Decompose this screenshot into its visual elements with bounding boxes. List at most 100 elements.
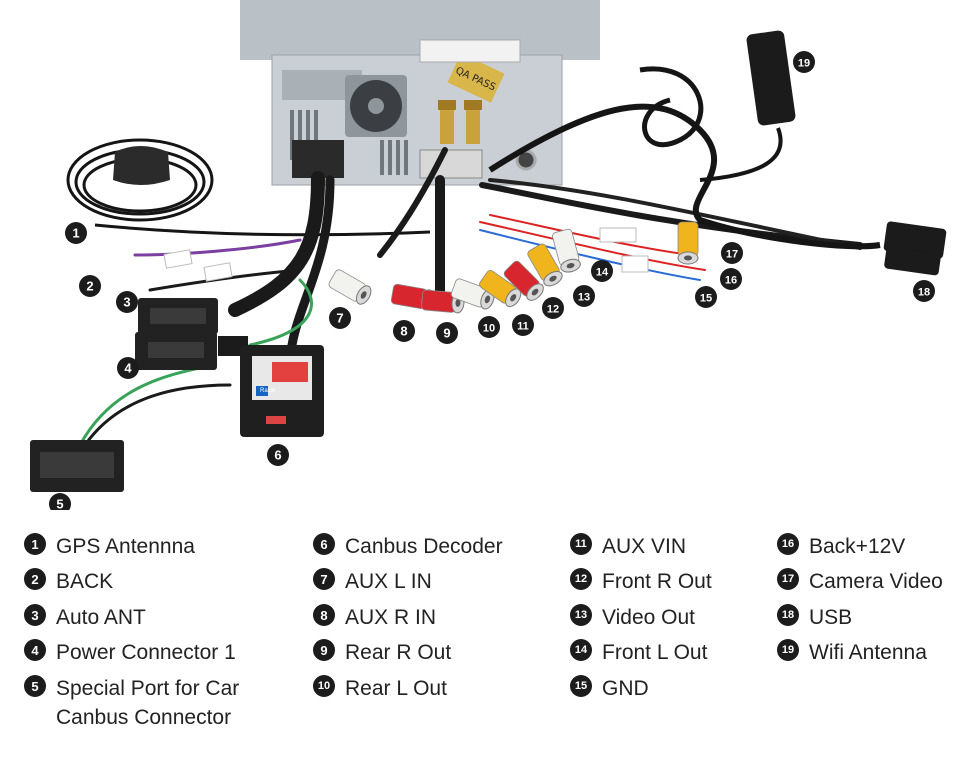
callout-11: 11: [512, 314, 534, 336]
callout-number: 4: [124, 361, 132, 376]
legend-label: Video Out: [602, 606, 696, 629]
callout-number: 1: [72, 226, 79, 241]
legend-label: AUX VIN: [602, 535, 687, 558]
rca-connectors: [328, 221, 699, 314]
callout-number: 6: [274, 448, 281, 463]
legend-label: GPS Antennna: [56, 535, 195, 558]
decoder-brand: Raise: [260, 388, 276, 394]
rca-plug: [527, 243, 563, 287]
callout-6: 6: [267, 444, 289, 466]
callout-4: 4: [117, 357, 139, 379]
callout-9: 9: [436, 322, 458, 344]
callout-10: 10: [478, 316, 500, 338]
legend-item: 1 GPS Antennna: [24, 532, 195, 561]
legend-label: AUX R IN: [345, 606, 437, 629]
legend-item: 7 AUX L IN: [313, 567, 432, 596]
legend-item: 8 AUX R IN: [313, 603, 436, 632]
usb-cable: [488, 66, 947, 276]
legend-item: 18 USB: [777, 603, 852, 632]
legend-item: 13 Video Out: [570, 603, 695, 632]
callout-15: 15: [695, 286, 717, 308]
legend-item: 12 Front R Out: [570, 567, 712, 596]
canbus-decoder: Raise: [240, 345, 324, 437]
callout-12: 12: [542, 297, 564, 319]
gps-antenna: [66, 138, 431, 237]
legend-number: 3: [24, 604, 46, 626]
legend-number: 7: [313, 568, 335, 590]
legend-label: Rear L Out: [345, 677, 447, 700]
fan-icon: [345, 75, 407, 137]
callout-number: 7: [336, 311, 343, 326]
callout-number: 12: [547, 304, 559, 316]
head-unit: QA PASS: [240, 0, 600, 186]
special-port: [30, 440, 124, 492]
callout-5: 5: [49, 493, 71, 510]
legend-label: USB: [809, 606, 853, 629]
legend-number: 13: [570, 604, 592, 626]
legend-number: 16: [777, 533, 799, 555]
callout-18: 18: [913, 280, 935, 302]
legend-number: 6: [313, 533, 335, 555]
legend-label: Wifi Antenna: [809, 641, 927, 664]
rca-plug: [479, 270, 522, 308]
callout-14: 14: [591, 260, 613, 282]
legend-number: 1: [24, 533, 46, 555]
legend-number: 19: [777, 639, 799, 661]
legend-item: 4 Power Connector 1: [24, 638, 236, 667]
legend-label: Power Connector 1: [56, 641, 236, 664]
callout-number: 16: [725, 275, 737, 287]
callout-number: 9: [443, 326, 450, 341]
legend-label: Auto ANT: [56, 606, 146, 629]
legend-number: 10: [313, 675, 335, 697]
callout-17: 17: [721, 242, 743, 264]
legend-item: 16 Back+12V: [777, 532, 905, 561]
rca-plug: [328, 269, 372, 305]
rca-plug: [503, 260, 544, 301]
legend-number: 18: [777, 604, 799, 626]
legend-label: Back+12V: [809, 535, 906, 558]
callout-number: 3: [123, 295, 130, 310]
legend-label: AUX L IN: [345, 570, 432, 593]
legend-label: Camera Video: [809, 570, 943, 593]
legend-item: 10 Rear L Out: [313, 674, 447, 703]
legend-number: 12: [570, 568, 592, 590]
legend-label: Front R Out: [602, 570, 712, 593]
callout-number: 2: [86, 279, 93, 294]
legend-number: 4: [24, 639, 46, 661]
legend-label: Canbus Decoder: [345, 535, 503, 558]
legend-number: 5: [24, 675, 46, 697]
callout-number: 19: [798, 58, 810, 70]
callout-number: 8: [400, 324, 407, 339]
legend-item: 19 Wifi Antenna: [777, 638, 927, 667]
antenna-connectors: [438, 100, 482, 144]
callout-number: 5: [56, 497, 63, 511]
callout-number: 14: [596, 267, 609, 279]
callout-8: 8: [393, 320, 415, 342]
wifi-antenna: [699, 30, 796, 182]
callout-19: 19: [793, 51, 815, 73]
callout-number: 11: [517, 321, 529, 333]
callout-number: 18: [918, 287, 930, 299]
legend-item: 3 Auto ANT: [24, 603, 146, 632]
legend-number: 17: [777, 568, 799, 590]
legend-number: 11: [570, 533, 592, 555]
callout-number: 10: [483, 323, 495, 335]
legend-item: 11 AUX VIN: [570, 532, 686, 561]
legend-number: 15: [570, 675, 592, 697]
legend-item: 17 Camera Video: [777, 567, 943, 596]
legend-number: 14: [570, 639, 592, 661]
wiring-diagram: QA PASS: [30, 0, 947, 510]
legend-number: 8: [313, 604, 335, 626]
rca-plug: [552, 228, 581, 273]
callout-number: 13: [578, 292, 590, 304]
callout-13: 13: [573, 285, 595, 307]
legend-number: 2: [24, 568, 46, 590]
callout-2: 2: [79, 275, 101, 297]
legend-label: Rear R Out: [345, 641, 452, 664]
